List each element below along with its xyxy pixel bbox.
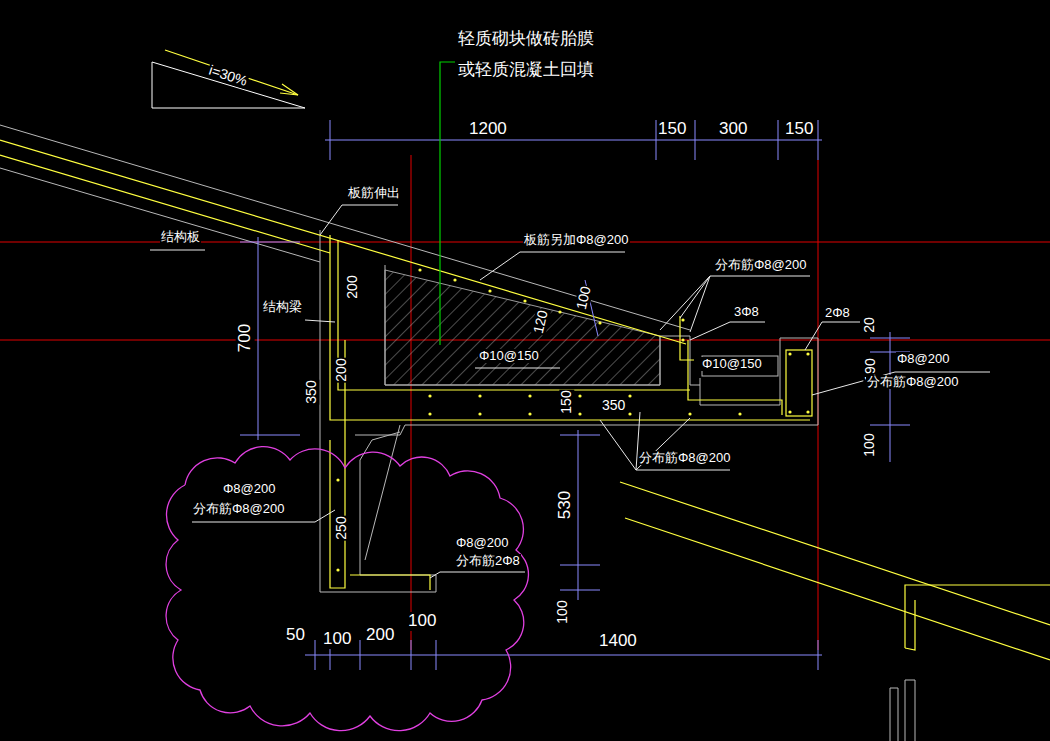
dimension-text: 250 xyxy=(334,515,349,540)
dimension-text: 700 xyxy=(236,323,255,353)
rebar-text: Φ8@200 xyxy=(896,352,951,366)
rebar-text: Φ8@200 xyxy=(455,536,510,550)
dimension-text: 150 xyxy=(657,120,687,139)
callout-text: 结构梁 xyxy=(262,300,303,314)
dimension-text: 20 xyxy=(862,316,877,334)
rebar-text: 板筋另加Φ8@200 xyxy=(523,233,630,247)
rebar-text: 分布筋2Φ8 xyxy=(455,554,521,568)
concrete-outline xyxy=(0,125,818,592)
rebar-dots xyxy=(336,268,809,571)
lower-roof xyxy=(620,482,1050,660)
leader-lines xyxy=(150,205,990,578)
slope-arrow xyxy=(165,50,298,95)
fill-leader xyxy=(440,62,455,345)
rebar-text: 分布筋Φ8@200 xyxy=(714,258,808,272)
slope-symbol xyxy=(152,62,305,108)
dimension-text: 100 xyxy=(555,599,570,624)
dimension-text: 100 xyxy=(407,612,437,631)
callout-text: 结构板 xyxy=(160,230,201,244)
rebar-text: 2Φ8 xyxy=(824,306,851,320)
rebar-text: 分布筋Φ8@200 xyxy=(638,451,732,465)
dimension-text: 200 xyxy=(345,274,360,299)
dimension-text: 300 xyxy=(718,120,748,139)
dimension-text: 530 xyxy=(556,490,575,520)
rebar-text: Φ8@200 xyxy=(222,482,277,496)
dimension-lines xyxy=(240,120,910,670)
dimension-text: 350 xyxy=(304,379,319,404)
note-text: 或轻质混凝土回填 xyxy=(457,61,595,80)
lower-detail xyxy=(890,680,915,741)
dimension-text: 1200 xyxy=(468,120,508,139)
dimension-text: 150 xyxy=(559,389,574,414)
axis-lines xyxy=(0,155,1050,650)
dimension-text: 150 xyxy=(784,120,814,139)
dimension-text: 200 xyxy=(365,626,395,645)
dimension-text: 100 xyxy=(862,432,877,457)
rebar-lines xyxy=(0,140,812,590)
rebar-text: Φ10@150 xyxy=(478,349,540,363)
lightweight-fill xyxy=(385,270,660,385)
dimension-text: 350 xyxy=(601,398,626,413)
callout-text: 板筋伸出 xyxy=(347,186,401,200)
dimension-text: 100 xyxy=(322,630,352,649)
slope-text: i=30% xyxy=(206,62,250,89)
rebar-text: 3Φ8 xyxy=(733,305,760,319)
dimension-text: 1400 xyxy=(598,632,638,651)
revision-cloud xyxy=(166,447,528,731)
rebar-text: 分布筋Φ8@200 xyxy=(192,502,286,516)
dimension-text: 200 xyxy=(334,357,349,382)
dimension-text: 50 xyxy=(285,626,306,645)
note-text: 轻质砌块做砖胎膜 xyxy=(457,30,595,49)
rebar-text: 分布筋Φ8@200 xyxy=(866,375,960,389)
rebar-text: Φ10@150 xyxy=(701,357,763,371)
